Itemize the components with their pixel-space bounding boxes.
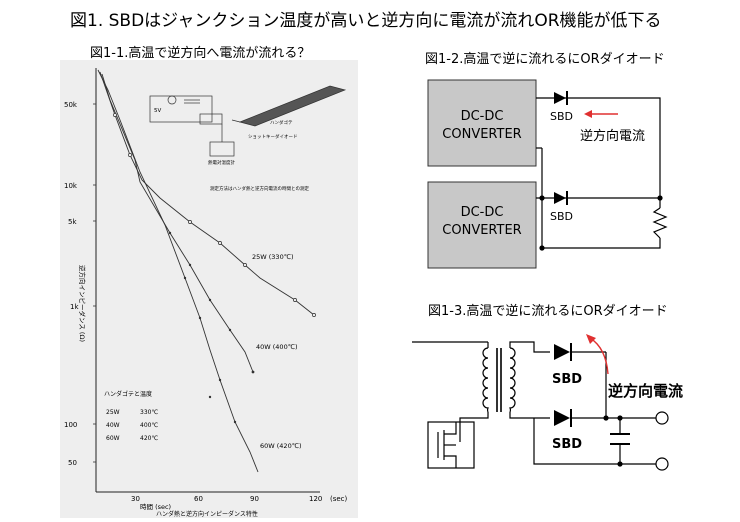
converter-bottom bbox=[427, 181, 537, 269]
graph-caption: ハンダ熱と逆方向インピーダンス特性 bbox=[156, 510, 258, 518]
sbd-label-bottom: SBD bbox=[552, 437, 582, 452]
diagram-note: 測定方法はハンダ熱と逆方向電流の時間との測定 bbox=[210, 185, 309, 192]
legend-w-40: 40W bbox=[106, 422, 120, 429]
y-tick-50: 50 bbox=[68, 459, 77, 467]
legend-title: ハンダゴテと温度 bbox=[104, 390, 152, 398]
y-tick-5k: 5k bbox=[68, 218, 77, 226]
y-tick-1k: 1k bbox=[70, 303, 79, 311]
fig1-2-junctions bbox=[539, 195, 663, 251]
converter-top-line1: DC-DC bbox=[461, 109, 504, 124]
series-label-25w: 25W (330℃) bbox=[252, 253, 294, 261]
label-meter: 熱電対温度計 bbox=[208, 159, 235, 166]
curve-40w-markers bbox=[168, 231, 255, 374]
fig1-3-circuit: SBD SBD 逆方向電流 bbox=[412, 334, 683, 471]
measurement-setup-sketch bbox=[149, 85, 347, 157]
x-tick-30: 30 bbox=[131, 495, 140, 503]
fig1-3-wires bbox=[412, 341, 662, 469]
x-tick-120: 120 bbox=[309, 495, 322, 503]
y-tick-50k: 50k bbox=[64, 101, 78, 109]
legend-t-25: 330℃ bbox=[140, 409, 158, 416]
sbd-label-top: SBD bbox=[552, 372, 582, 387]
x-tick-60: 60 bbox=[194, 495, 203, 503]
sbd-bottom-icon bbox=[554, 409, 572, 427]
y-tick-100: 100 bbox=[64, 421, 77, 429]
fig1-3-junctions bbox=[603, 415, 623, 467]
reverse-current-arrow bbox=[589, 337, 609, 375]
sbd-bottom-icon bbox=[554, 191, 568, 205]
label-iron: ハンダゴテ bbox=[270, 119, 293, 126]
curve-25w-markers bbox=[113, 113, 316, 317]
y-axis-label: 逆方向インピーダンス (Ω) bbox=[78, 265, 87, 342]
label-diode: ショットキーダイオード bbox=[248, 133, 298, 140]
legend-w-25: 25W bbox=[106, 409, 120, 416]
x-axis-label: 時間 (sec) bbox=[140, 503, 171, 511]
reverse-current-label: 逆方向電流 bbox=[608, 382, 683, 400]
fig1-2-heading: 図1-2.高温で逆に流れるにORダイオード bbox=[425, 52, 665, 67]
converter-top-line2: CONVERTER bbox=[442, 127, 521, 142]
x-tick-90: 90 bbox=[250, 495, 259, 503]
fig1-3-heading: 図1-3.高温で逆に流れるにORダイオード bbox=[428, 304, 668, 319]
x-unit: (sec) bbox=[330, 495, 348, 503]
legend: ハンダゴテと温度 25W 330℃ 40W 400℃ 60W 420℃ bbox=[104, 390, 158, 442]
label-5v: 5V bbox=[154, 108, 161, 114]
series-label-60w: 60W (420℃) bbox=[260, 442, 302, 450]
reverse-current-arrowhead bbox=[584, 110, 592, 118]
curve-60w bbox=[97, 69, 259, 473]
sbd-label-top: SBD bbox=[550, 110, 573, 123]
reverse-current-arrowhead bbox=[586, 334, 596, 344]
sbd-label-bottom: SBD bbox=[550, 210, 573, 223]
fig1-1-graph: 50k 10k 5k 1k 100 50 逆方向インピーダンス (Ω) 30 6… bbox=[60, 60, 358, 518]
legend-t-60: 420℃ bbox=[140, 435, 158, 442]
sbd-top-icon bbox=[554, 91, 568, 105]
curve-60w-markers bbox=[183, 276, 237, 424]
legend-w-60: 60W bbox=[106, 435, 120, 442]
load-resistor bbox=[652, 207, 668, 239]
converter-top bbox=[427, 79, 537, 167]
curve-40w bbox=[101, 73, 254, 373]
converter-bottom-line1: DC-DC bbox=[461, 205, 504, 220]
output-terminal-minus bbox=[655, 457, 669, 471]
sbd-top-icon bbox=[554, 343, 572, 361]
output-terminal-plus bbox=[655, 411, 669, 425]
page-title: 図1. SBDはジャンクション温度が高いと逆方向に電流が流れOR機能が低下る bbox=[70, 11, 662, 31]
y-tick-10k: 10k bbox=[64, 182, 78, 190]
fig1-1-heading: 図1-1.高温で逆方向へ電流が流れる？ bbox=[90, 46, 311, 61]
legend-t-40: 400℃ bbox=[140, 422, 158, 429]
series-label-40w: 40W (400℃) bbox=[256, 343, 298, 351]
converter-bottom-line2: CONVERTER bbox=[442, 223, 521, 238]
reverse-current-label: 逆方向電流 bbox=[580, 128, 645, 144]
fig1-2-circuit: DC-DC CONVERTER DC-DC CONVERTER SBD SBD … bbox=[427, 79, 668, 269]
